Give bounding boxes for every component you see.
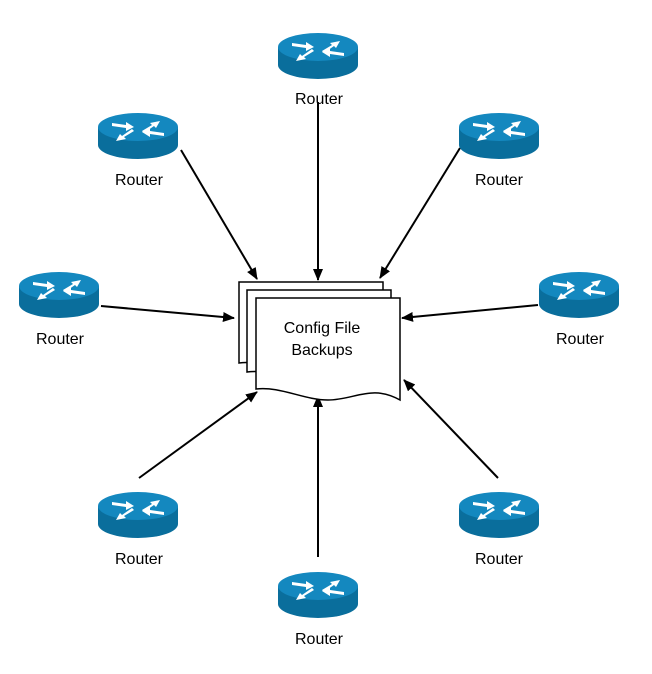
router-label: Router [295, 631, 344, 648]
connector-right [401, 304, 539, 322]
router-bottom: Router [278, 572, 358, 648]
router-label: Router [556, 331, 605, 348]
router-top-left: Router [98, 113, 178, 189]
connector-bottom-left [138, 391, 258, 479]
document-page-front [255, 297, 401, 402]
router-label: Router [115, 172, 164, 189]
router-label: Router [475, 172, 524, 189]
router-left: Router [19, 272, 99, 348]
router-bottom-right: Router [459, 492, 539, 568]
router-right: Router [539, 272, 619, 348]
router-label: Router [295, 91, 344, 108]
router-bottom-left: Router [98, 492, 178, 568]
router-label: Router [475, 551, 524, 568]
connector-top-left [180, 149, 258, 280]
connector-top-right [379, 147, 461, 279]
router-icon [19, 272, 99, 318]
router-icon [278, 572, 358, 618]
config-file-backups: Config File Backups [238, 281, 401, 402]
router-top-right: Router [459, 113, 539, 189]
connector-left [100, 305, 235, 322]
connector-bottom-right [403, 379, 499, 479]
router-icon [459, 113, 539, 159]
document-label-line1: Config File [284, 320, 361, 337]
router-icon [539, 272, 619, 318]
router-icon [98, 492, 178, 538]
router-icon [278, 33, 358, 79]
router-icon [98, 113, 178, 159]
router-label: Router [36, 331, 85, 348]
router-label: Router [115, 551, 164, 568]
router-icon [459, 492, 539, 538]
document-label-line2: Backups [291, 342, 352, 359]
connectors [100, 102, 539, 557]
router-top: Router [278, 33, 358, 108]
